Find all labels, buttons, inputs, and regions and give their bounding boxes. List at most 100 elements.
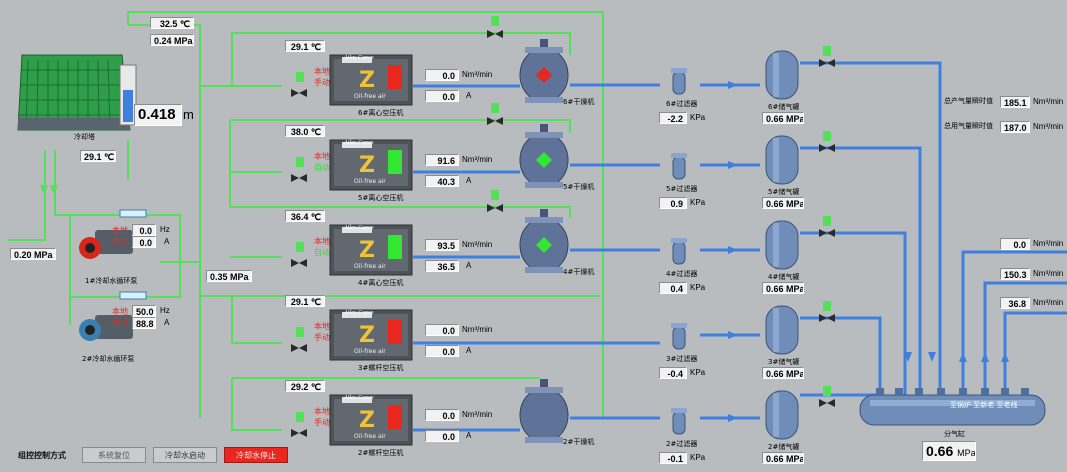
valve-icon[interactable]	[491, 16, 499, 26]
dryer-1-label: 6#干燥机	[563, 98, 595, 106]
compressor-1-mode-auto: 手动	[314, 78, 330, 87]
compressor-1-unit[interactable]: Z	[329, 54, 413, 106]
tower-temp-bottom: 29.1 ℃	[80, 150, 116, 162]
pump-1-freq: 0.0	[132, 224, 156, 236]
tank-1-vessel[interactable]	[765, 50, 799, 100]
compressor-2-brand: Atlas Copco	[344, 140, 374, 146]
valve-icon[interactable]	[296, 242, 304, 252]
tank-3-label: 4#储气罐	[768, 273, 800, 281]
valve-icon[interactable]	[296, 157, 304, 167]
valve-icon[interactable]	[296, 412, 304, 422]
cooling-water-pipes	[8, 11, 604, 431]
compressor-5-current: 0.0	[425, 430, 459, 442]
pump-2-graphic	[79, 291, 147, 341]
compressor-logo: Z	[359, 153, 375, 178]
filter-1-body[interactable]	[671, 68, 687, 95]
filter-3-label: 4#过滤器	[666, 270, 698, 278]
flow-arrows	[728, 81, 1009, 422]
cooling-water-stop-button[interactable]: 冷却水停止	[224, 447, 288, 463]
compressor-2-mode-auto: 自动	[314, 163, 330, 172]
cooling-tower	[17, 54, 137, 131]
tank-2-vessel[interactable]	[765, 135, 799, 185]
compressor-status-indicator	[388, 150, 402, 174]
compressor-5-brand: Atlas Copco	[344, 395, 374, 401]
tank-1-label: 6#储气罐	[768, 103, 800, 111]
filter-1-dp: -2.2	[659, 112, 687, 124]
filter-3-body[interactable]	[671, 238, 687, 265]
manifold-pressure: 0.66 MPa	[922, 441, 976, 461]
compressor-logo: Z	[359, 238, 375, 263]
total-production-label: 总产气量瞬时值	[944, 97, 993, 105]
pump-1-mode-local: 本地	[112, 226, 128, 235]
dryer-2-vessel[interactable]	[519, 124, 569, 188]
compressor-4-current: 0.0	[425, 345, 459, 357]
tank-5-vessel[interactable]	[765, 390, 799, 440]
compressor-4-current-unit: A	[466, 346, 472, 355]
tank-5-label: 2#储气罐	[768, 443, 800, 451]
system-reset-button[interactable]: 系统复位	[82, 447, 146, 463]
valve-icon[interactable]	[823, 131, 831, 141]
valve-icon[interactable]	[823, 301, 831, 311]
compressor-1-current-unit: A	[466, 91, 472, 100]
pump-2-current-unit: A	[164, 318, 170, 327]
valve-icon[interactable]	[823, 46, 831, 56]
compressor-3-unit[interactable]: Z	[329, 224, 413, 276]
pump-1-graphic	[79, 209, 147, 259]
valve-icon[interactable]	[491, 103, 499, 113]
compressor-4-model: Oil-free air	[354, 348, 386, 355]
filter-2-body[interactable]	[671, 153, 687, 180]
compressor-4-mode-auto: 手动	[314, 333, 330, 342]
compressor-1-label: 6#离心空压机	[358, 109, 404, 117]
filter-3-dp-unit: KPa	[690, 283, 706, 292]
compressor-logo: Z	[359, 68, 375, 93]
valve-icon[interactable]	[491, 190, 499, 200]
header-pressure: 0.35 MPa	[206, 270, 252, 282]
compressor-3-current: 36.5	[425, 260, 459, 272]
filter-4-label: 3#过滤器	[666, 355, 698, 363]
dryer-4-vessel[interactable]	[519, 379, 569, 443]
valve-icon[interactable]	[296, 72, 304, 82]
compressor-1-mode-local: 本地	[314, 67, 330, 76]
pump-2-current: 88.8	[132, 317, 156, 329]
compressor-5-label: 2#螺杆空压机	[358, 449, 404, 457]
pump-2-label: 2#冷却水循环泵	[82, 355, 135, 363]
compressor-2-temp: 38.0 ℃	[285, 125, 325, 137]
dryer-3-label: 4#干燥机	[563, 268, 595, 276]
filter-1-dp-unit: KPa	[690, 113, 706, 122]
valve-icon[interactable]	[823, 386, 831, 396]
valve-icon[interactable]	[296, 327, 304, 337]
compressor-5-current-unit: A	[466, 431, 472, 440]
compressor-4-unit[interactable]: Z	[329, 309, 413, 361]
compressor-2-unit[interactable]: Z	[329, 139, 413, 191]
compressor-2-current: 40.3	[425, 175, 459, 187]
supply-pressure: 0.20 MPa	[10, 248, 56, 260]
dryer-1-vessel[interactable]	[519, 39, 569, 103]
compressor-5-unit[interactable]: Z	[329, 394, 413, 446]
compressor-3-label: 4#离心空压机	[358, 279, 404, 287]
compressor-1-model: Oil-free air	[354, 93, 386, 100]
filter-2-dp-unit: KPa	[690, 198, 706, 207]
pump-1-current-unit: A	[164, 237, 170, 246]
filter-4-body[interactable]	[671, 323, 687, 350]
compressor-5-mode-auto: 手动	[314, 418, 330, 427]
valve-icon[interactable]	[823, 216, 831, 226]
pump-1-mode-manual: 手动	[112, 237, 128, 246]
compressor-status-indicator	[388, 65, 402, 89]
outlet-1-flow: 0.0	[1000, 238, 1030, 250]
tank-3-vessel[interactable]	[765, 220, 799, 270]
compressor-1-brand: Atlas Copco	[344, 55, 374, 61]
dryer-status-indicator	[536, 67, 552, 83]
cooling-water-start-button[interactable]: 冷却水启动	[153, 447, 217, 463]
compressor-2-current-unit: A	[466, 176, 472, 185]
compressor-status-indicator	[388, 320, 402, 344]
dryer-3-vessel[interactable]	[519, 209, 569, 273]
compressor-1-temp: 29.1 ℃	[285, 40, 325, 52]
tank-4-vessel[interactable]	[765, 305, 799, 355]
dryer-status-indicator	[536, 152, 552, 168]
filter-5-body[interactable]	[671, 408, 687, 435]
compressor-status-indicator	[388, 405, 402, 429]
filter-5-label: 2#过滤器	[666, 440, 698, 448]
compressor-4-temp: 29.1 ℃	[285, 295, 325, 307]
compressor-2-model: Oil-free air	[354, 178, 386, 185]
